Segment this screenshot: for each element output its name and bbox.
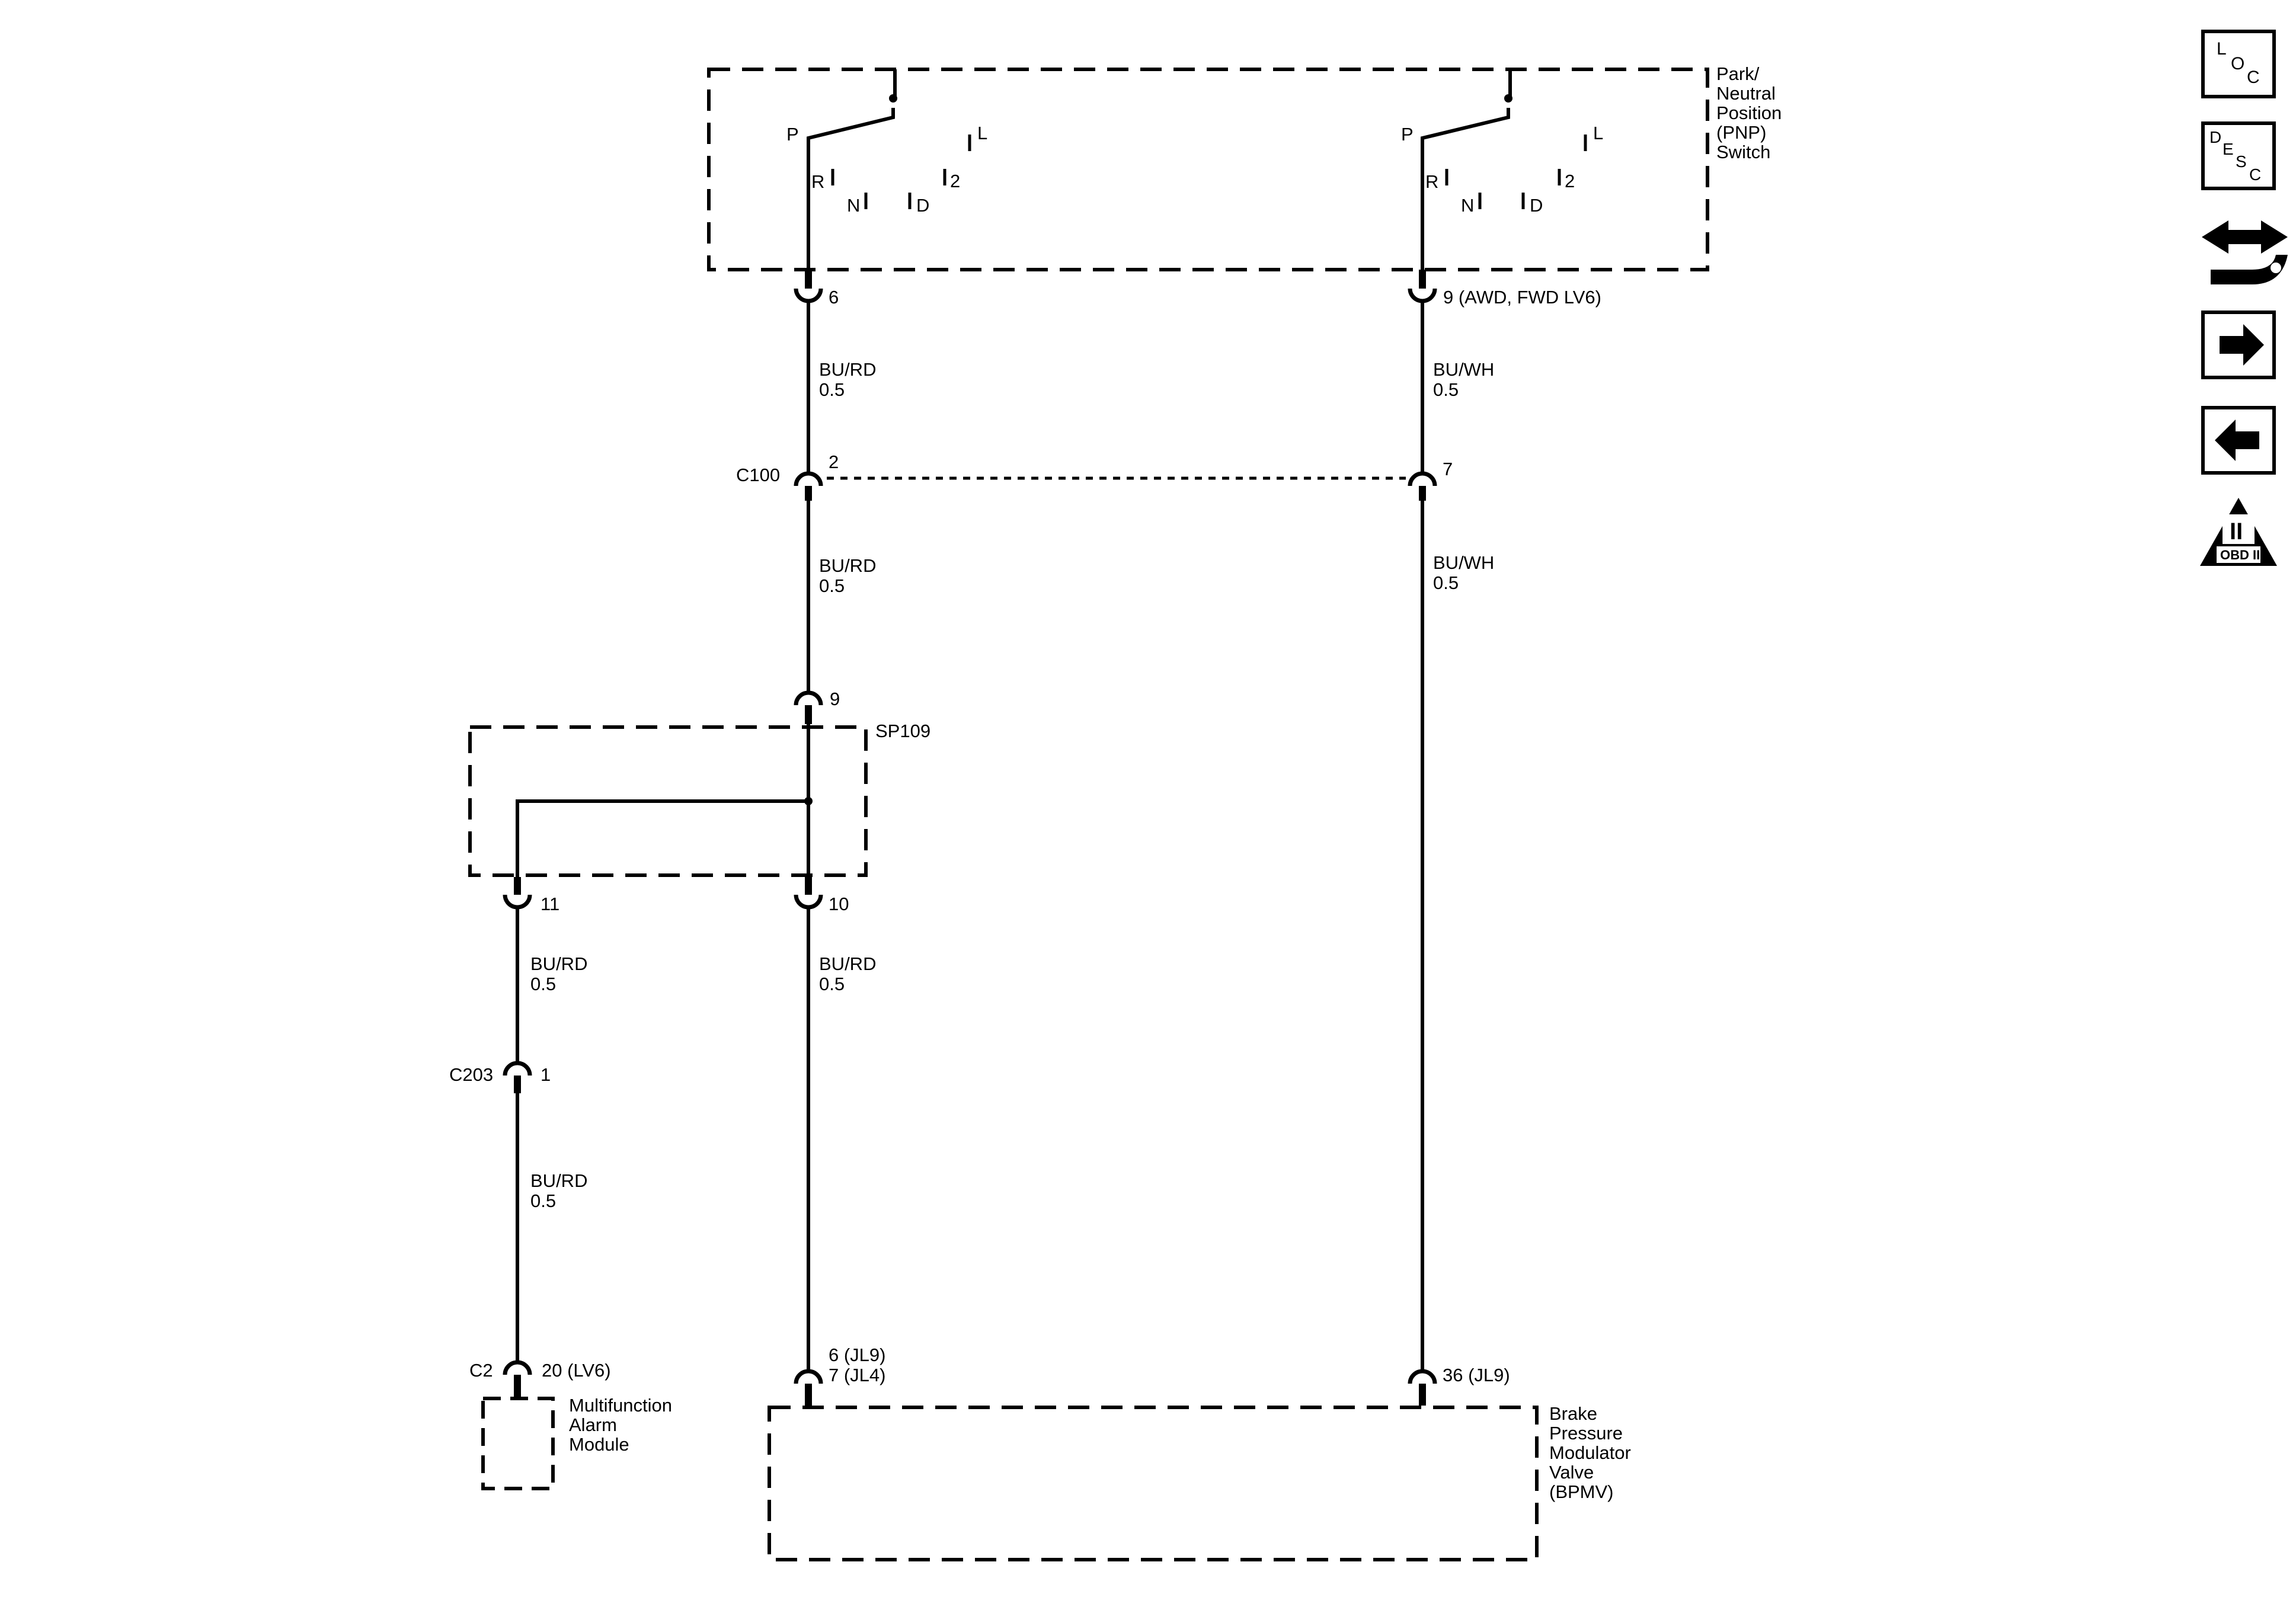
position-2-label: 2 [950, 171, 960, 191]
diagram-label: L [2217, 39, 2227, 59]
obd-ii-icon[interactable]: II OBD II [2200, 498, 2277, 566]
diagram-label: C [2247, 68, 2260, 87]
diagram-label: (BPMV) [1549, 1481, 1614, 1502]
c100-pin-7-terminal [1408, 471, 1437, 486]
diagram-label: Valve [1549, 1462, 1594, 1483]
sp109-pin-9-terminal [794, 690, 823, 706]
diagram-label: Pressure [1549, 1423, 1623, 1443]
arrow-left-icon[interactable] [2201, 406, 2276, 475]
diagram-label: Position [1716, 103, 1782, 123]
pnp-pin-6-label: 6 [829, 287, 839, 308]
diagram-label: Module [569, 1434, 629, 1455]
diagram-label: OBD II [2220, 548, 2260, 562]
bpmv: Brake Pressure Modulator Valve (BPMV) [768, 1403, 1631, 1561]
diagram-label: 0.5 [819, 974, 845, 994]
diagram-label: O [2231, 54, 2244, 73]
arrow-right-icon[interactable] [2201, 311, 2276, 379]
sp109-pin-11-label: 11 [541, 894, 559, 914]
pnp-switch-label: Park/ Neutral Position (PNP) Switch [1716, 63, 1782, 162]
sp109-pin-9-label: 9 [830, 689, 840, 709]
pnp-switch-left-section: P R N D 2 L [786, 69, 987, 273]
diagram-label: Park/ [1716, 63, 1760, 84]
diagram-label: 0.5 [530, 974, 556, 994]
diagram-label: Alarm [569, 1414, 617, 1435]
wire-color-label: BU/RD [819, 359, 876, 380]
c100-pin-2-label: 2 [829, 452, 839, 472]
bpmv-pin-36-terminal [1408, 1369, 1437, 1384]
wire-gauge-label: 0.5 [819, 379, 845, 400]
position-d-label: D [916, 195, 929, 216]
c203-pin-1-label: 1 [541, 1064, 551, 1085]
diagram-label: 0.5 [1433, 379, 1459, 400]
position-r-label: R [811, 171, 824, 192]
nav-icons: L O C D E S C II OBD II [2200, 30, 2288, 566]
diagram-label: R [1425, 171, 1438, 192]
position-l-label: L [977, 123, 987, 143]
diagram-label: S [2236, 152, 2247, 171]
diagram-label: (PNP) [1716, 122, 1766, 143]
c203-pin-1-terminal [503, 1061, 532, 1076]
bpmv-pin-6-label: 6 (JL9) [829, 1345, 885, 1365]
desc-icon[interactable]: D E S C [2201, 121, 2276, 190]
c100-pin-7-label: 7 [1443, 459, 1453, 479]
diagram-label: BU/RD [530, 953, 587, 974]
pnp-pin-9-terminal [1408, 288, 1437, 303]
diagram-label: L [1593, 123, 1603, 143]
c100-connector-label: C100 [736, 465, 780, 485]
diagram-label: II [2230, 518, 2243, 545]
diagram-label: BU/WH [1433, 359, 1494, 380]
diagram-label: Brake [1549, 1403, 1597, 1424]
diagram-label: 0.5 [819, 575, 845, 596]
diagram-label: Modulator [1549, 1442, 1631, 1463]
diagram-label: Multifunction [569, 1395, 672, 1416]
sp109-pin-10-terminal [794, 894, 823, 910]
pnp-pin-9-label: 9 (AWD, FWD LV6) [1443, 287, 1601, 308]
connector-wrench-icon[interactable] [2202, 220, 2288, 284]
diagram-label: Switch [1716, 142, 1770, 162]
bpmv-pin-6-terminal [794, 1369, 823, 1384]
diagram-label: 0.5 [530, 1190, 556, 1211]
diagram-label: BU/RD [530, 1170, 587, 1191]
sp109-pin-10-label: 10 [829, 894, 849, 914]
pnp-pin-6-terminal [794, 288, 823, 303]
loc-icon[interactable]: L O C [2201, 30, 2276, 98]
diagram-label: P [1401, 124, 1414, 145]
diagram-label: BU/RD [819, 555, 876, 576]
bpmv-pin-36-label: 36 (JL9) [1443, 1365, 1510, 1385]
sp109-splice-box [468, 725, 868, 877]
diagram-label: BU/WH [1433, 552, 1494, 573]
c203-connector-label: C203 [449, 1064, 493, 1085]
sp109-label: SP109 [875, 721, 930, 741]
pnp-switch-box [707, 68, 1709, 271]
multifunction-alarm-module-box [481, 1397, 555, 1490]
bpmv-label: Brake Pressure Modulator Valve (BPMV) [1549, 1403, 1631, 1502]
diagram-label: Neutral [1716, 83, 1776, 104]
diagram-label: 2 [1565, 171, 1575, 191]
c100-pin-2-terminal [794, 471, 823, 486]
diagram-label: 0.5 [1433, 572, 1459, 593]
pnp-switch-right-section: P R N D 2 L [1401, 69, 1603, 273]
right-circuit: 9 (AWD, FWD LV6) BU/WH 0.5 7 BU/WH 0.5 3… [1408, 270, 1601, 1406]
multifunction-alarm-module-label: Multifunction Alarm Module [569, 1395, 672, 1455]
c2-pin-20-label: 20 (LV6) [542, 1360, 611, 1381]
diagram-label: D [2209, 128, 2221, 146]
diagram-label: C [2249, 165, 2261, 184]
position-n-label: N [847, 195, 860, 216]
diagram-label: BU/RD [819, 953, 876, 974]
pnp-switch: Park/ Neutral Position (PNP) Switch P R … [707, 63, 1782, 273]
bpmv-box [768, 1406, 1539, 1561]
bpmv-pin-7-label: 7 (JL4) [829, 1365, 885, 1385]
diagram-label: N [1461, 195, 1474, 216]
c2-connector-label: C2 [469, 1360, 493, 1381]
diagram-label: D [1530, 195, 1543, 216]
diagram-label: E [2223, 140, 2234, 158]
c2-pin-20-terminal [503, 1360, 532, 1375]
position-p-label: P [786, 124, 799, 145]
left-circuit: 6 BU/RD 0.5 C100 2 BU/RD 0.5 9 SP109 11 … [449, 270, 930, 1490]
sp109-pin-11-terminal [503, 894, 532, 910]
